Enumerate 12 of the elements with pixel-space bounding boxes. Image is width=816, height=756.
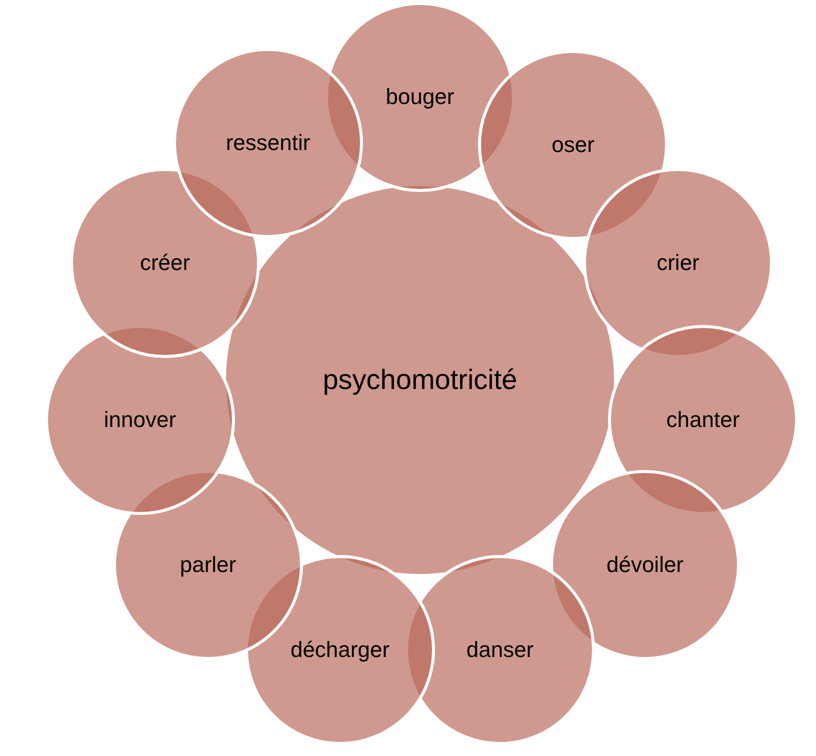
node-label: dévoiler	[606, 552, 684, 578]
center-label: psychomotricité	[322, 364, 518, 396]
node-label: créer	[140, 250, 190, 276]
node-label: crier	[656, 250, 700, 276]
node-label: oser	[552, 132, 594, 158]
node-label: parler	[180, 552, 236, 578]
node-label: innover	[104, 407, 176, 433]
node-label: bouger	[386, 84, 454, 110]
node-label: décharger	[290, 637, 390, 663]
node-label: chanter	[666, 407, 740, 433]
node-label: ressentir	[226, 130, 310, 156]
node-label: danser	[466, 637, 534, 663]
